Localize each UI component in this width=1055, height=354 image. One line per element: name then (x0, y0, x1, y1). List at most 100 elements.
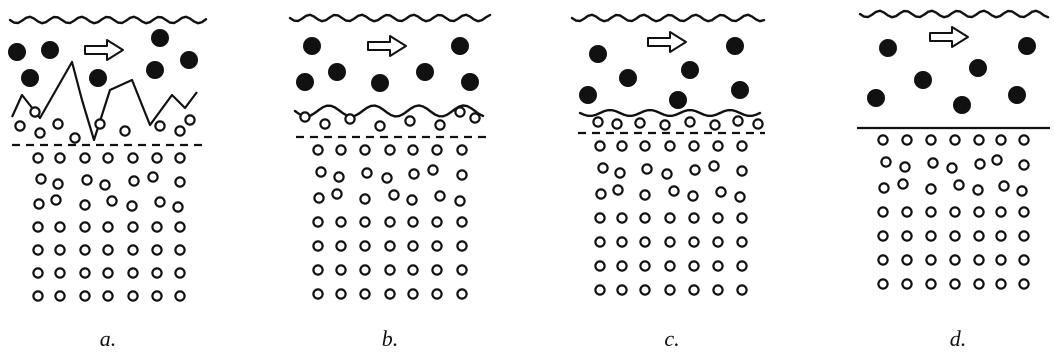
lattice-atom (33, 153, 42, 162)
lattice-atom (613, 185, 622, 194)
lattice-atom (926, 279, 935, 288)
lattice-atom (617, 285, 626, 294)
lattice-atom (713, 141, 722, 150)
lattice-atom (1019, 231, 1028, 240)
lattice-atom (360, 241, 369, 250)
lattice-atom (596, 189, 605, 198)
lattice-atom (950, 279, 959, 288)
lattice-atom (595, 285, 604, 294)
lattice-atom (878, 279, 887, 288)
solid-particle (41, 41, 59, 59)
lattice-atom (405, 116, 414, 125)
lattice-atom (432, 289, 441, 298)
flow-arrow-icon (85, 40, 123, 60)
lattice-atom (878, 135, 887, 144)
lattice-atom (642, 164, 651, 173)
lattice-atom (665, 213, 674, 222)
solid-particle (451, 37, 469, 55)
lattice-atom (175, 291, 184, 300)
lattice-atom (950, 207, 959, 216)
solid-particle (619, 69, 637, 87)
lattice-atom (950, 135, 959, 144)
lattice-atom (737, 141, 746, 150)
panel-d: d. (857, 11, 1050, 351)
lattice-atom (55, 245, 64, 254)
solid-particle (296, 73, 314, 91)
lattice-atom (385, 265, 394, 274)
lattice-atom (1019, 255, 1028, 264)
lattice-atom (926, 207, 935, 216)
lattice-atom (320, 119, 329, 128)
lattice-atom (55, 291, 64, 300)
lattice-atom (598, 163, 607, 172)
lattice-atom (974, 207, 983, 216)
lattice-atom (70, 133, 79, 142)
lattice-atom (612, 119, 621, 128)
lattice-atom (432, 241, 441, 250)
lattice-atom (710, 120, 719, 129)
lattice-atom (107, 196, 116, 205)
lattice-atom (640, 190, 649, 199)
lattice-atom (148, 172, 157, 181)
lattice-atom (185, 115, 194, 124)
lattice-atom (314, 193, 323, 202)
lattice-atom (432, 265, 441, 274)
lattice-atom (689, 285, 698, 294)
lattice-atom (690, 165, 699, 174)
interface-line (580, 110, 760, 116)
lattice-atom (152, 153, 161, 162)
lattice-atom (878, 255, 887, 264)
lattice-atom (737, 213, 746, 222)
lattice-atom (35, 128, 44, 137)
lattice-atom (665, 141, 674, 150)
solid-particle (579, 86, 597, 104)
lattice-atom (336, 265, 345, 274)
solid-particle (589, 45, 607, 63)
lattice-atom (457, 170, 466, 179)
lattice-atom (1017, 186, 1026, 195)
lattice-atom (385, 145, 394, 154)
lattice-atom (55, 268, 64, 277)
lattice-atom (662, 169, 671, 178)
solid-particle (1008, 86, 1026, 104)
lattice-atom (974, 279, 983, 288)
lattice-atom (716, 187, 725, 196)
lattice-atom (689, 237, 698, 246)
lattice-atom (385, 289, 394, 298)
lattice-atom (660, 120, 669, 129)
lattice-atom (336, 289, 345, 298)
lattice-atom (345, 114, 354, 123)
lattice-atom (152, 268, 161, 277)
lattice-atom (80, 291, 89, 300)
panel-caption: b. (382, 326, 399, 351)
lattice-atom (175, 153, 184, 162)
lattice-atom (733, 116, 742, 125)
lattice-atom (128, 245, 137, 254)
lattice-atom (996, 255, 1005, 264)
lattice-atom (316, 167, 325, 176)
lattice-atom (55, 153, 64, 162)
lattice-atom (362, 168, 371, 177)
lattice-atom (928, 158, 937, 167)
lattice-atom (313, 145, 322, 154)
flow-arrow-icon (930, 27, 968, 47)
lattice-atom (80, 268, 89, 277)
lattice-atom (103, 268, 112, 277)
lattice-atom (947, 163, 956, 172)
lattice-atom (128, 222, 137, 231)
solid-particle (180, 51, 198, 69)
lattice-atom (128, 268, 137, 277)
lattice-atom (432, 217, 441, 226)
lattice-atom (973, 185, 982, 194)
top-surface-line (572, 15, 764, 21)
solid-particle (879, 39, 897, 57)
lattice-atom (713, 237, 722, 246)
panel-c: c. (572, 15, 765, 351)
lattice-atom (713, 285, 722, 294)
lattice-atom (709, 161, 718, 170)
solid-particle (731, 81, 749, 99)
lattice-atom (996, 231, 1005, 240)
lattice-atom (689, 141, 698, 150)
lattice-atom (409, 169, 418, 178)
lattice-atom (950, 255, 959, 264)
